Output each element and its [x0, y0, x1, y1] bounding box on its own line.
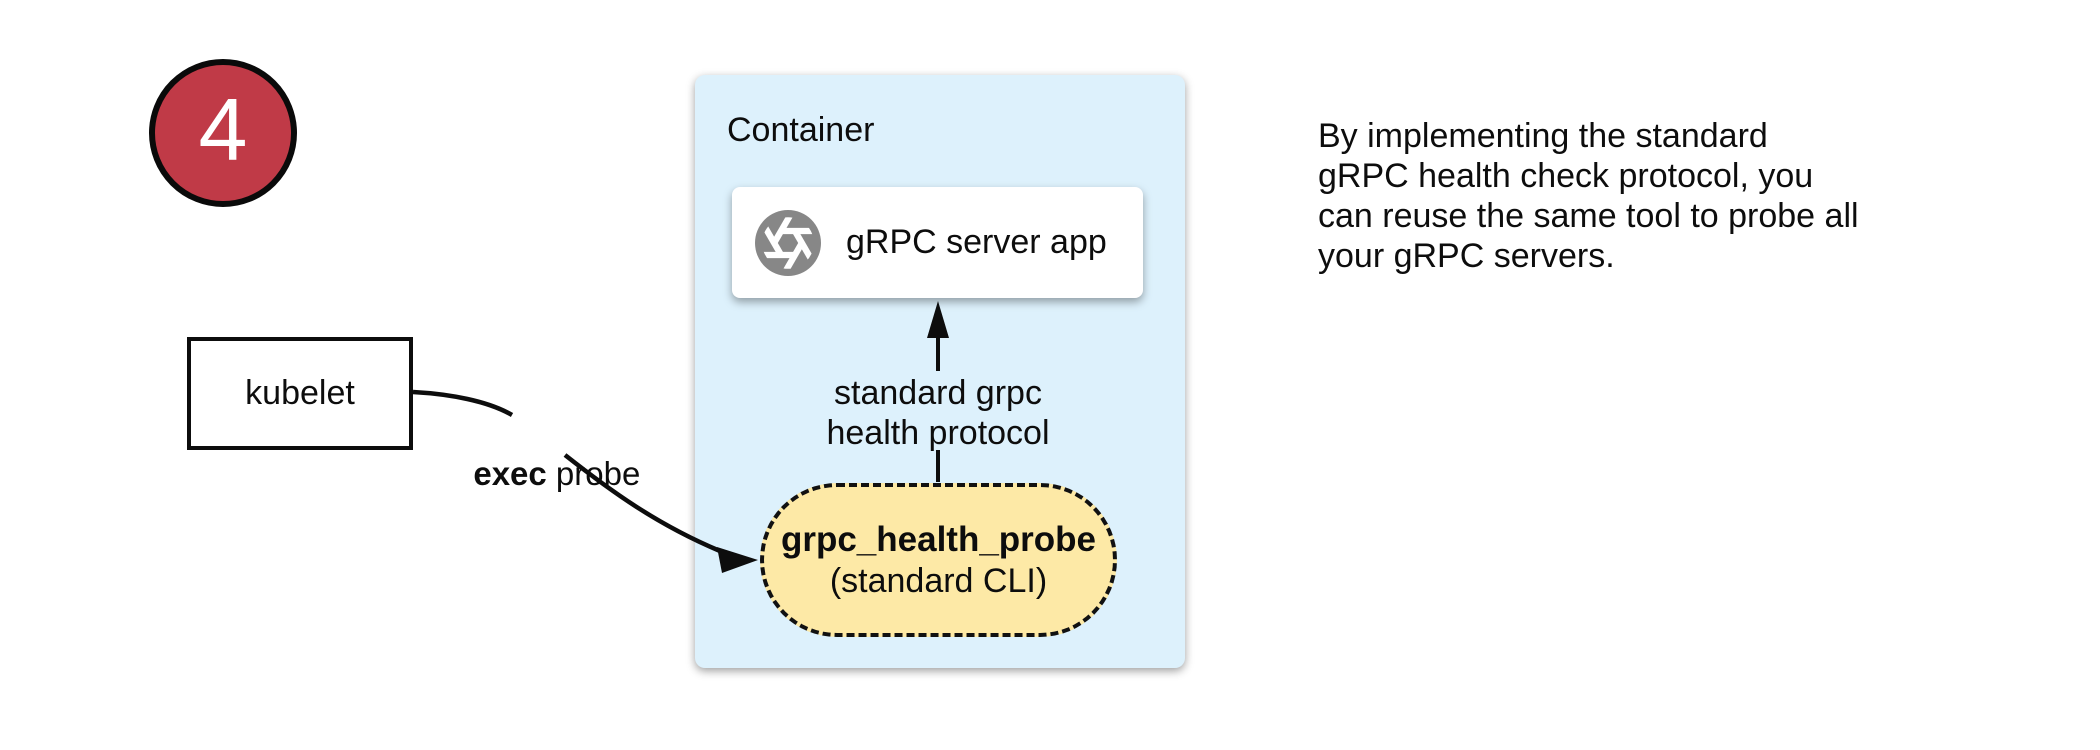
container-title: Container — [727, 111, 875, 149]
aperture-icon — [755, 209, 821, 276]
step-badge: 4 — [149, 59, 297, 207]
grpc-server-label: gRPC server app — [846, 223, 1107, 261]
probe-pill-subtitle: (standard CLI) — [829, 562, 1048, 600]
exec-probe-label-bold: exec — [473, 455, 547, 492]
grpc-health-probe-pill: grpc_health_probe (standard CLI) — [760, 483, 1117, 637]
exec-probe-arrow-start — [412, 389, 514, 417]
caption-text: By implementing the standard gRPC health… — [1318, 117, 1859, 275]
step-number: 4 — [198, 80, 248, 179]
exec-probe-label-rest: probe — [546, 455, 641, 492]
grpc-server-box: gRPC server app — [732, 187, 1143, 298]
probe-pill-name: grpc_health_probe — [780, 520, 1097, 559]
exec-probe-label: exec probe — [455, 417, 640, 493]
health-protocol-label: standard grpc health protocol — [826, 374, 1050, 452]
kubelet-label: kubelet — [245, 374, 355, 412]
kubelet-box: kubelet — [187, 337, 413, 450]
